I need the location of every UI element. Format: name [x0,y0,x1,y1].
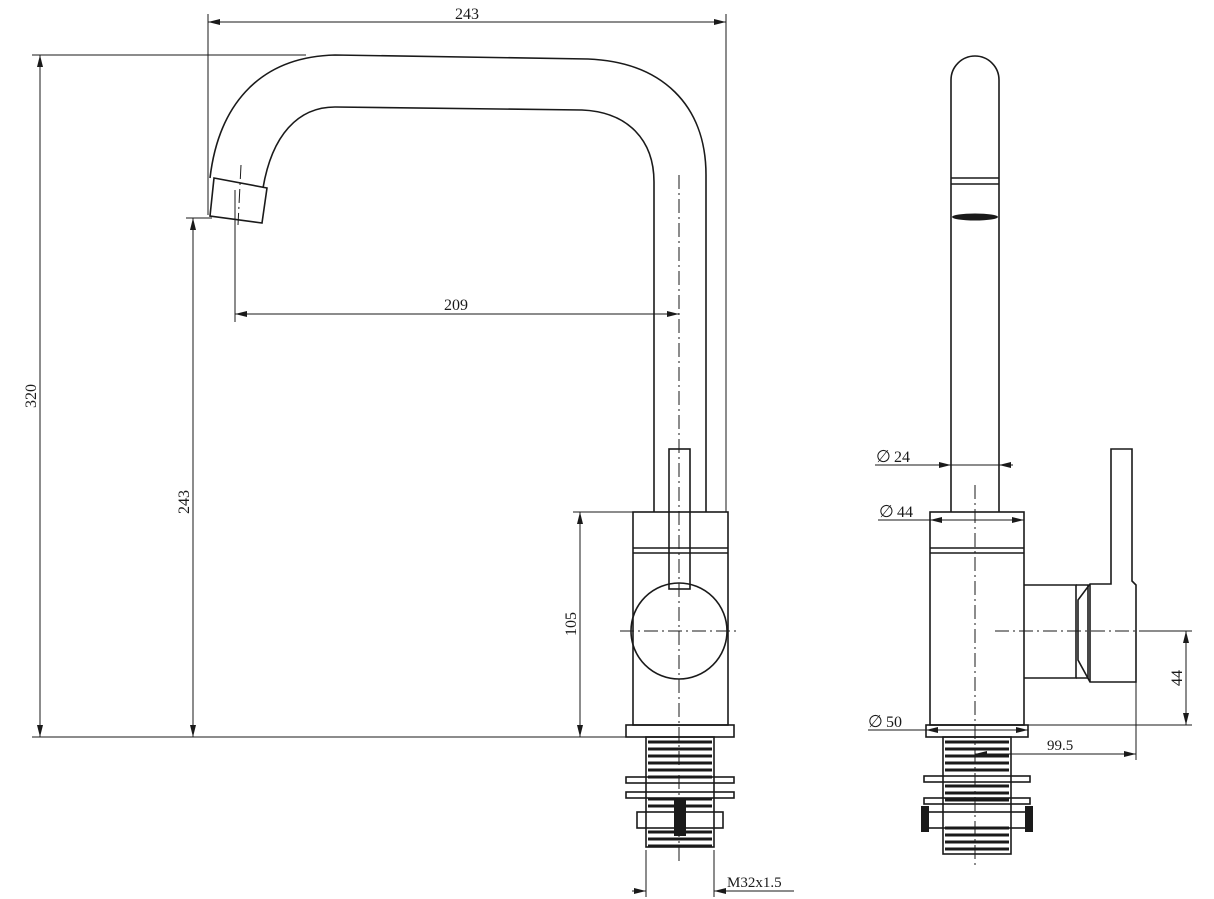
dimension-spout-diameter: ∅ 24 [875,447,1013,468]
spout-diameter-symbol: ∅ [876,447,891,466]
aerator-centerline [237,164,242,226]
side-spout-column [950,55,1000,512]
overall-width-label: 243 [455,6,479,23]
washer-top [625,776,735,784]
spout-height-label: 243 [176,490,193,514]
side-spout-aerator [952,213,998,221]
base-diameter-label: 50 [886,714,902,731]
side-base-plate [925,724,1029,738]
dimension-spout-height: 243 [176,217,212,737]
side-cartridge-chamfer [1076,584,1089,679]
dimension-lever-projection: 99.5 [975,682,1137,760]
body-height-label: 105 [563,612,580,636]
body-diameter-symbol: ∅ [879,502,894,521]
spout-aerator [209,177,268,224]
side-washer-lower [923,797,1031,805]
washer-lower [625,791,735,799]
lever-projection-label: 99.5 [1047,738,1073,754]
lever-axis-height-label: 44 [1169,670,1186,686]
side-threaded-shank [942,736,1012,855]
fixing-screw [674,800,686,836]
thread-spec-label: M32x1.5 [727,875,782,891]
dimension-base-diameter: ∅ 50 [868,712,1028,733]
side-nut-lug-right [1025,806,1033,832]
dimension-overall-width: 243 [207,6,727,512]
side-nut-lug-left [921,806,929,832]
front-view: 243 320 243 209 105 [23,6,794,897]
dimension-overall-height: 320 [23,54,626,738]
dimension-lever-axis-height: 44 [1028,630,1192,726]
faucet-body [632,511,729,726]
spout-outer-contour [209,54,707,512]
side-washer-top [923,775,1031,783]
dimension-thread: M32x1.5 [632,850,794,897]
dimension-body-diameter: ∅ 44 [878,502,1024,523]
overall-height-label: 320 [23,384,40,408]
spout-diameter-label: 24 [894,449,910,466]
dimension-spout-reach: 209 [234,190,679,322]
dimension-body-height: 105 [563,511,633,737]
side-faucet-body [929,511,1025,726]
base-plate [625,724,735,738]
body-diameter-label: 44 [897,504,913,521]
spout-reach-label: 209 [444,297,468,314]
side-lever [1077,448,1137,683]
side-view: ∅ 24 ∅ 44 ∅ 50 44 99.5 [868,55,1192,865]
side-shank-threads [945,740,1009,851]
base-diameter-symbol: ∅ [868,712,883,731]
spout-inner-contour [262,106,655,512]
